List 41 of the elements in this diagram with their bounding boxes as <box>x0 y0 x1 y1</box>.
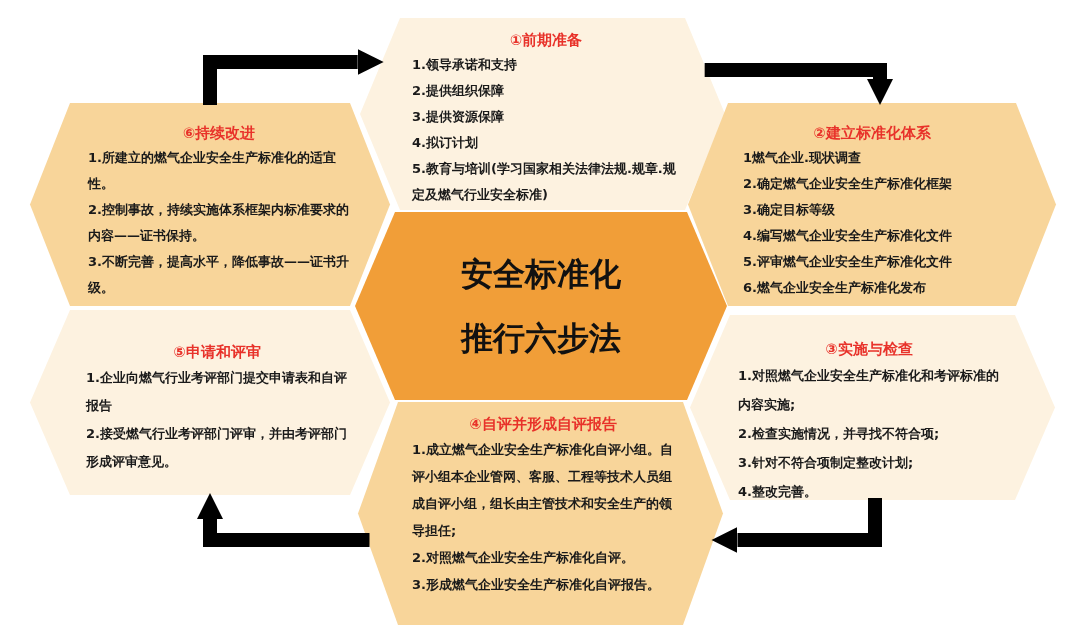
step-item: 2.检查实施情况，并寻找不符合项; <box>738 425 941 443</box>
center-title: 安全标准化推行六步法 <box>459 254 622 359</box>
step-heading: ⑥持续改进 <box>181 124 257 143</box>
flow-arrow <box>711 498 882 553</box>
flow-arrow <box>203 49 384 105</box>
step-heading: ②建立标准化体系 <box>812 124 932 143</box>
step-item: 2.接受燃气行业考评部门评审，并由考评部门形成评审意见。 <box>86 425 348 471</box>
step-hexagon <box>360 18 725 210</box>
step-heading: ⑤申请和评审 <box>172 343 262 362</box>
center-hexagon <box>355 212 727 400</box>
step-heading: ④自评并形成自评报告 <box>468 415 618 434</box>
step-item: 1燃气企业.现状调查 <box>743 149 862 167</box>
step-hexagon <box>688 103 1056 306</box>
step-hexagon <box>690 315 1055 500</box>
step-item: 5.评审燃气企业安全生产标准化文件 <box>743 253 953 271</box>
step-item: 2.对照燃气企业安全生产标准化自评。 <box>412 549 635 567</box>
flow-arrow <box>704 63 893 105</box>
step-item: 1.领导承诺和支持 <box>412 56 518 74</box>
flow-arrow <box>197 493 370 547</box>
step-item: 1.所建立的燃气企业安全生产标准化的适宜性。 <box>88 149 337 193</box>
step-item: 3.不断完善，提高水平，降低事故——证书升级。 <box>88 253 350 297</box>
step-item: 4.拟订计划 <box>412 134 479 152</box>
step-item: 2.控制事故，持续实施体系框架内标准要求的内容——证书保持。 <box>88 201 350 245</box>
step-item: 2.提供组织保障 <box>412 82 505 100</box>
step-item: 3.形成燃气企业安全生产标准化自评报告。 <box>412 576 661 594</box>
step-heading: ③实施与检查 <box>824 340 914 359</box>
step-item: 3.针对不符合项制定整改计划; <box>738 454 915 472</box>
step-item: 3.确定目标等级 <box>743 201 836 219</box>
step-hexagon <box>30 103 390 306</box>
step-item: 3.提供资源保障 <box>412 108 505 126</box>
step-item: 5.教育与培训(学习国家相关法律法规.规章.规定及燃气行业安全标准) <box>412 160 677 204</box>
step-hexagon <box>358 402 723 625</box>
step-item: 1.成立燃气企业安全生产标准化自评小组。自评小组本企业管网、客服、工程等技术人员组成自评小组，组长由主管技术和安全生产的领导担任; <box>412 441 674 540</box>
step-hexagon <box>30 310 390 495</box>
step-heading: ①前期准备 <box>508 31 584 50</box>
step-item: 1.对照燃气企业安全生产标准化和考评标准的内容实施; <box>738 367 1000 414</box>
step-item: 4.整改完善。 <box>738 483 818 501</box>
step-item: 4.编写燃气企业安全生产标准化文件 <box>743 227 953 245</box>
step-item: 6.燃气企业安全生产标准化发布 <box>743 279 927 297</box>
step-item: 2.确定燃气企业安全生产标准化框架 <box>743 175 953 193</box>
step-item: 1.企业向燃气行业考评部门提交申请表和自评报告 <box>86 369 348 415</box>
